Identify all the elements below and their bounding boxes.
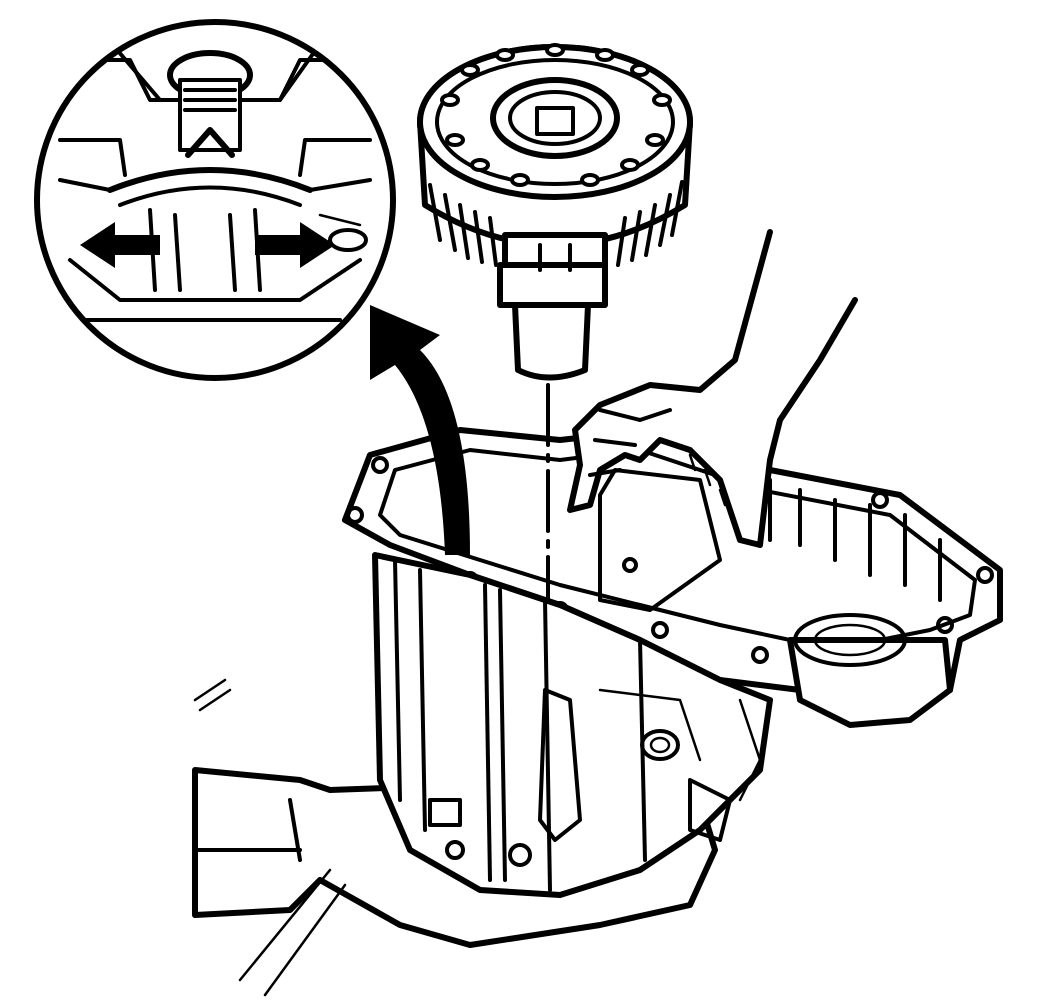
left-direction-arrow <box>80 222 160 268</box>
holding-fixture <box>192 678 718 997</box>
technician-hand <box>567 229 858 548</box>
detail-zoom-callout <box>34 19 396 381</box>
gear-assembly <box>417 43 693 381</box>
curved-callout-arrow <box>370 305 470 555</box>
right-direction-arrow <box>255 222 335 268</box>
